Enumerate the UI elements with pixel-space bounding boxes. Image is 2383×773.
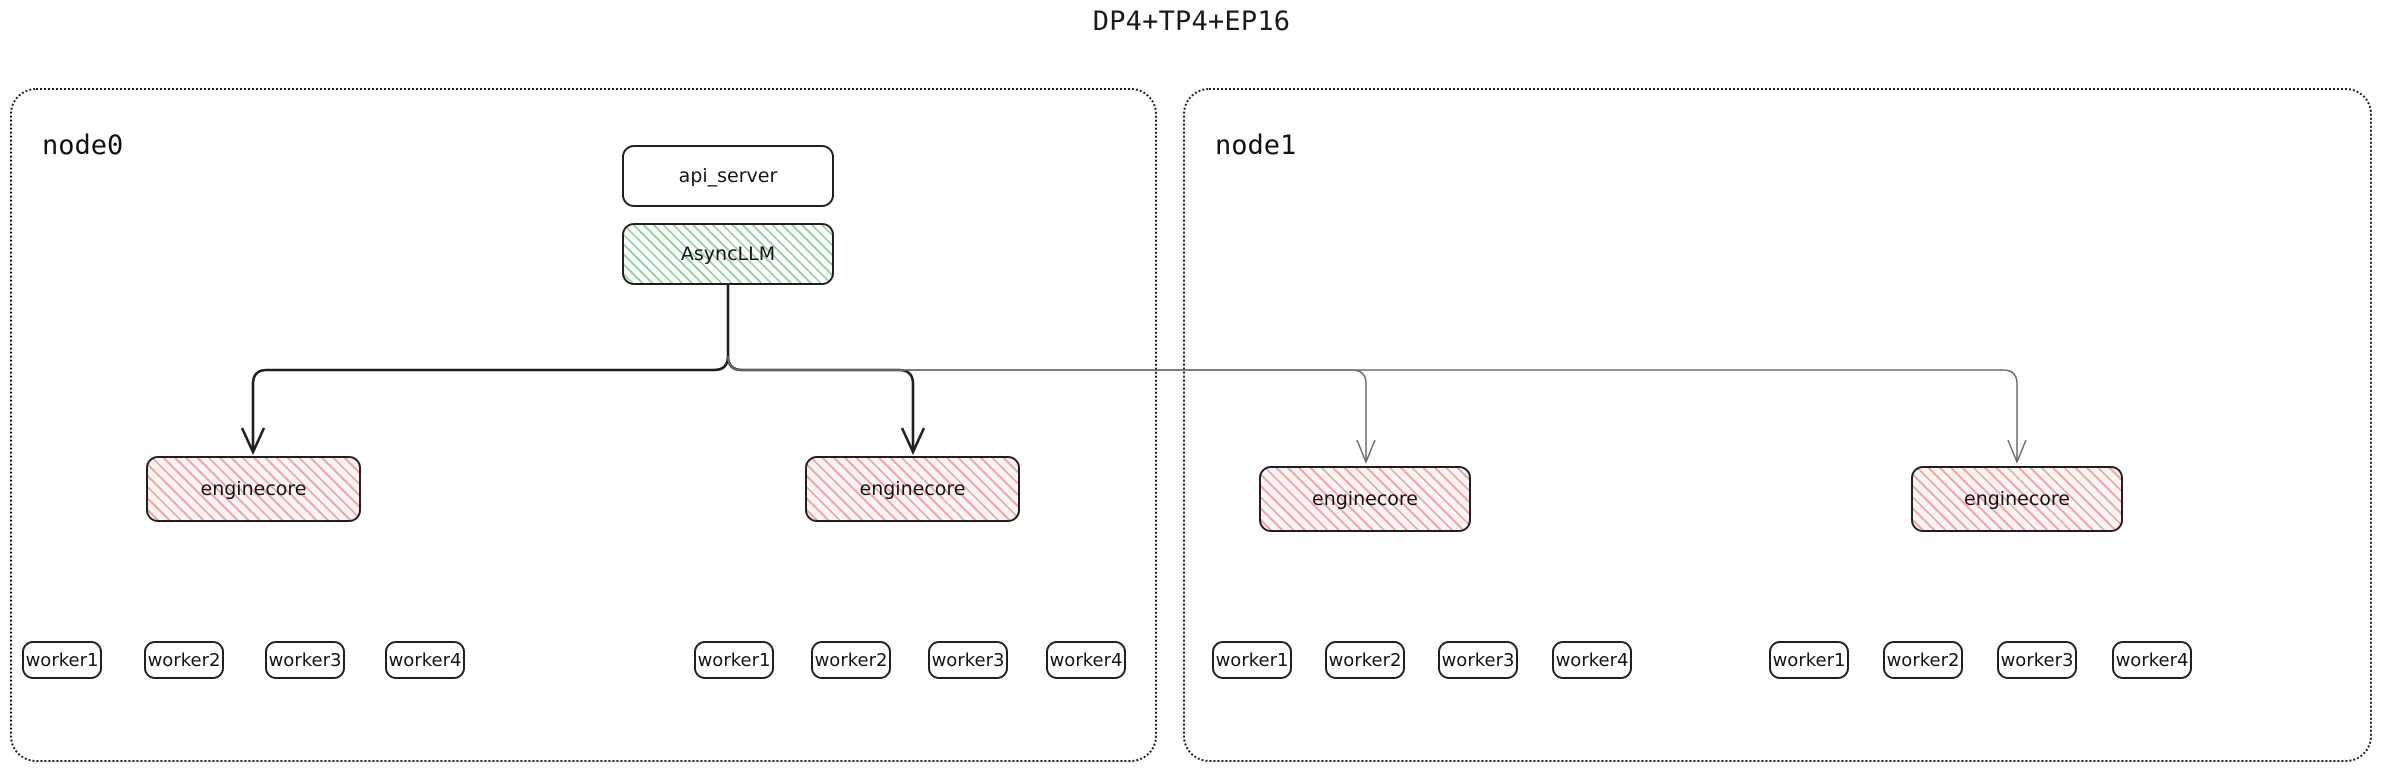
worker-label: worker3 <box>2000 649 2074 671</box>
worker-label: worker3 <box>1441 649 1515 671</box>
worker-box[interactable]: worker3 <box>265 641 345 679</box>
worker-label: worker2 <box>147 649 221 671</box>
page-title: DP4+TP4+EP16 <box>1092 6 1291 37</box>
async-llm-box[interactable]: AsyncLLM <box>622 223 834 285</box>
worker-box[interactable]: worker3 <box>1997 641 2077 679</box>
api-server-label: api_server <box>678 165 778 187</box>
worker-label: worker3 <box>268 649 342 671</box>
worker-label: worker3 <box>931 649 1005 671</box>
node-label-node1: node1 <box>1215 130 1297 161</box>
worker-box[interactable]: worker2 <box>1883 641 1963 679</box>
worker-label: worker2 <box>1328 649 1402 671</box>
worker-label: worker1 <box>697 649 771 671</box>
enginecore-label: enginecore <box>1964 488 2070 510</box>
api-server-box[interactable]: api_server <box>622 145 834 207</box>
worker-label: worker1 <box>1215 649 1289 671</box>
worker-label: worker2 <box>814 649 888 671</box>
worker-box[interactable]: worker1 <box>1769 641 1849 679</box>
worker-box[interactable]: worker4 <box>1046 641 1126 679</box>
worker-box[interactable]: worker1 <box>22 641 102 679</box>
enginecore-label: enginecore <box>1312 488 1418 510</box>
worker-box[interactable]: worker2 <box>811 641 891 679</box>
worker-box[interactable]: worker1 <box>1212 641 1292 679</box>
enginecore-label: enginecore <box>859 478 966 500</box>
worker-label: worker1 <box>25 649 99 671</box>
worker-label: worker4 <box>2115 649 2189 671</box>
worker-box[interactable]: worker1 <box>694 641 774 679</box>
worker-box[interactable]: worker2 <box>1325 641 1405 679</box>
worker-label: worker2 <box>1886 649 1960 671</box>
worker-label: worker1 <box>1772 649 1846 671</box>
worker-box[interactable]: worker3 <box>1438 641 1518 679</box>
enginecore-n1-1-box[interactable]: enginecore <box>1911 466 2123 532</box>
enginecore-n0-0-box[interactable]: enginecore <box>146 456 361 522</box>
enginecore-label: enginecore <box>200 478 307 500</box>
async-llm-label: AsyncLLM <box>680 243 776 265</box>
node-label-node0: node0 <box>42 130 124 161</box>
worker-box[interactable]: worker2 <box>144 641 224 679</box>
worker-label: worker4 <box>1555 649 1629 671</box>
worker-label: worker4 <box>388 649 462 671</box>
worker-box[interactable]: worker4 <box>2112 641 2192 679</box>
enginecore-n0-1-box[interactable]: enginecore <box>805 456 1020 522</box>
worker-box[interactable]: worker3 <box>928 641 1008 679</box>
enginecore-n1-0-box[interactable]: enginecore <box>1259 466 1471 532</box>
worker-label: worker4 <box>1049 649 1123 671</box>
worker-box[interactable]: worker4 <box>1552 641 1632 679</box>
worker-box[interactable]: worker4 <box>385 641 465 679</box>
